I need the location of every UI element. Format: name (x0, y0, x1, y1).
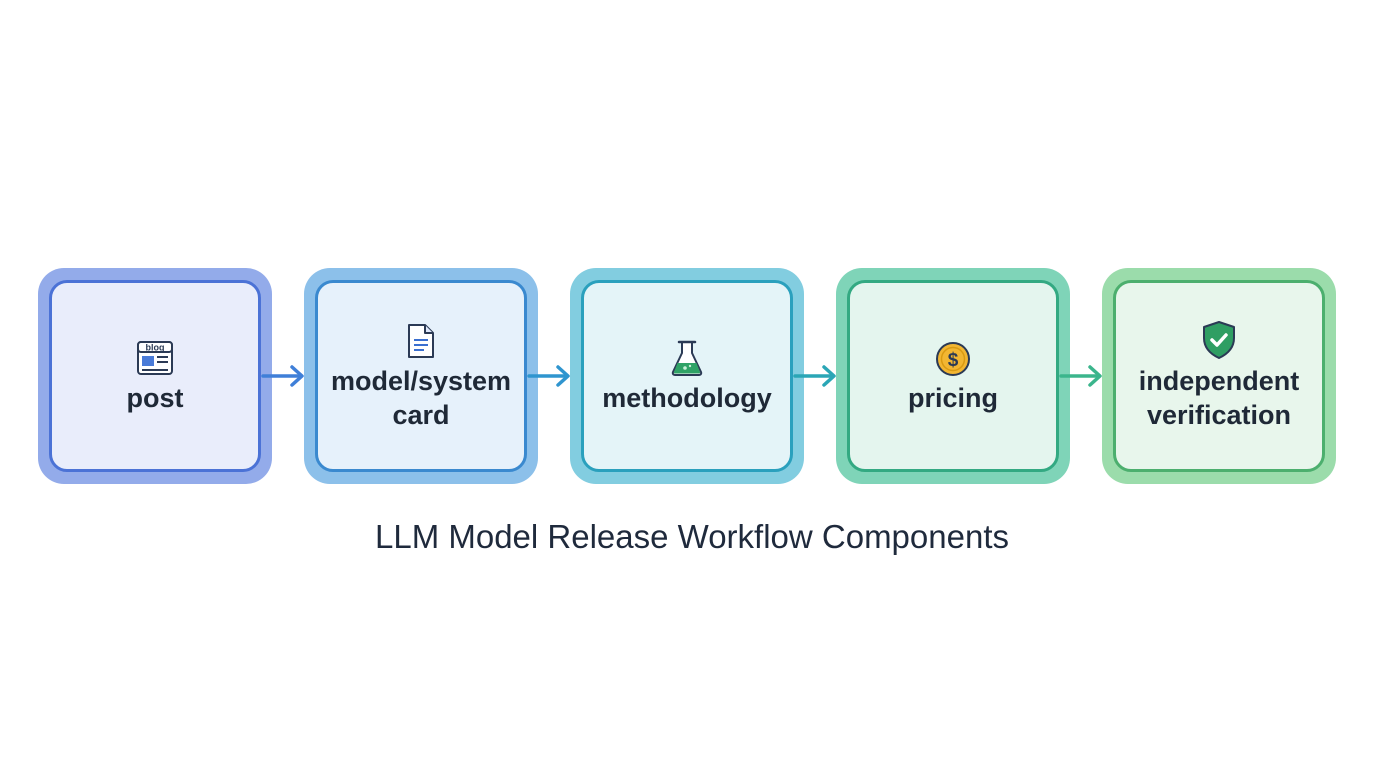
step-label: pricing (907, 383, 998, 413)
blog-icon: blog (135, 337, 175, 377)
step-pricing-card: $ pricing (847, 280, 1059, 472)
dollar-coin-icon: $ (934, 337, 972, 377)
step-label: independent verification (1138, 366, 1300, 430)
arrow-right-icon (527, 365, 570, 387)
step-model-system-card: model/system card (304, 268, 538, 484)
flask-icon (670, 337, 704, 377)
step-pricing: $ pricing (836, 268, 1070, 484)
dollar-sign-text: $ (948, 350, 959, 371)
step-label: methodology (602, 383, 772, 413)
step-model-system-card-card: model/system card (315, 280, 527, 472)
arrow-right-icon (793, 365, 836, 387)
step-methodology-card: methodology (581, 280, 793, 472)
shield-check-icon (1201, 320, 1237, 360)
document-icon (406, 320, 436, 360)
diagram-caption: LLM Model Release Workflow Components (374, 518, 1009, 555)
step-independent-verification: independent verification (1102, 268, 1336, 484)
arrow-right-icon (261, 365, 304, 387)
step-label: model/system card (330, 366, 512, 430)
blog-icon-text: blog (146, 343, 165, 353)
step-label: post (126, 383, 184, 413)
arrow-right-icon (1059, 365, 1102, 387)
step-post-card: blog post (49, 280, 261, 472)
step-methodology: methodology (570, 268, 804, 484)
step-post: blog post (38, 268, 272, 484)
step-independent-verification-card: independent verification (1113, 280, 1325, 472)
